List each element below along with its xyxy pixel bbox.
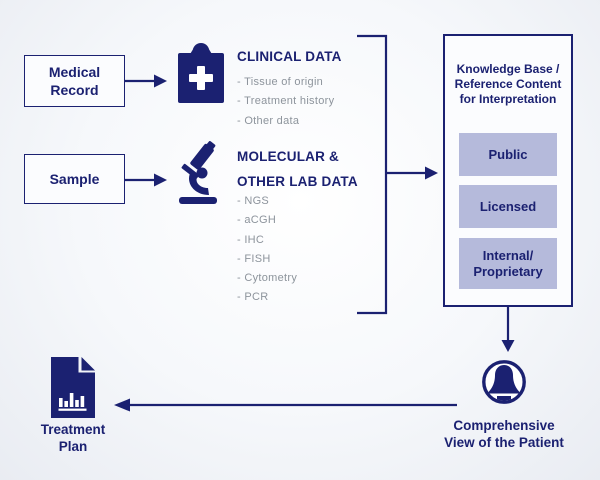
arrowhead-icon xyxy=(501,340,515,352)
arrowhead-icon xyxy=(154,173,167,187)
kb-source-public-label: Public xyxy=(488,146,528,162)
medical-record-box: Medical Record xyxy=(24,55,125,107)
sample-label: Sample xyxy=(49,171,100,187)
treatment-plan-caption: Treatment Plan xyxy=(13,421,133,455)
medical-clipboard-icon xyxy=(178,43,224,103)
molecular-data-list: - NGS - aCGH - IHC - FISH - Cytometry - … xyxy=(237,192,297,308)
arrowhead-icon xyxy=(425,166,438,180)
kb-title-line3: for Interpretation xyxy=(459,92,557,106)
molecular-title-line2: OTHER LAB DATA xyxy=(237,174,358,189)
treatment-caption-line2: Plan xyxy=(58,439,88,454)
molecular-data-title: MOLECULAR & OTHER LAB DATA xyxy=(237,144,358,194)
molecular-title-line1: MOLECULAR & xyxy=(237,149,339,164)
kb-internal-line1: Internal/ xyxy=(482,247,534,263)
list-item: - Other data xyxy=(237,114,300,127)
list-item: - PCR xyxy=(237,291,269,304)
patient-caption-line1: Comprehensive xyxy=(453,418,555,433)
patient-avatar-icon xyxy=(482,360,526,404)
kb-source-internal-label: Internal/ Proprietary xyxy=(473,248,542,280)
list-item: - aCGH xyxy=(237,214,277,227)
treatment-plan-document-icon xyxy=(51,357,95,418)
patient-caption-line2: View of the Patient xyxy=(444,435,564,450)
kb-source-licensed-label: Licensed xyxy=(479,198,537,214)
kb-title-line2: Reference Content xyxy=(454,77,562,91)
kb-title-line1: Knowledge Base / xyxy=(456,62,560,76)
clinical-data-title: CLINICAL DATA xyxy=(237,49,342,64)
clinical-data-list: - Tissue of origin - Treatment history -… xyxy=(237,73,334,131)
arrowhead-icon xyxy=(154,74,167,88)
knowledge-base-panel: Knowledge Base / Reference Content for I… xyxy=(443,34,573,307)
arrowhead-icon xyxy=(114,398,130,412)
kb-source-licensed: Licensed xyxy=(459,185,557,228)
kb-source-internal: Internal/ Proprietary xyxy=(459,238,557,289)
list-item: - Cytometry xyxy=(237,272,298,285)
kb-source-public: Public xyxy=(459,133,557,176)
medical-record-label: Medical Record xyxy=(48,64,101,98)
bracket-data-sources xyxy=(357,34,388,315)
microscope-icon xyxy=(179,141,217,204)
kb-internal-line2: Proprietary xyxy=(473,263,543,279)
knowledge-base-title: Knowledge Base / Reference Content for I… xyxy=(445,62,571,107)
patient-caption: Comprehensive View of the Patient xyxy=(414,417,594,451)
list-item: - NGS xyxy=(237,195,270,207)
sample-box: Sample xyxy=(24,154,125,204)
list-item: - Treatment history xyxy=(237,95,335,108)
list-item: - FISH xyxy=(237,252,271,265)
list-item: - Tissue of origin xyxy=(237,76,324,88)
list-item: - IHC xyxy=(237,233,265,246)
treatment-caption-line1: Treatment xyxy=(40,422,106,437)
